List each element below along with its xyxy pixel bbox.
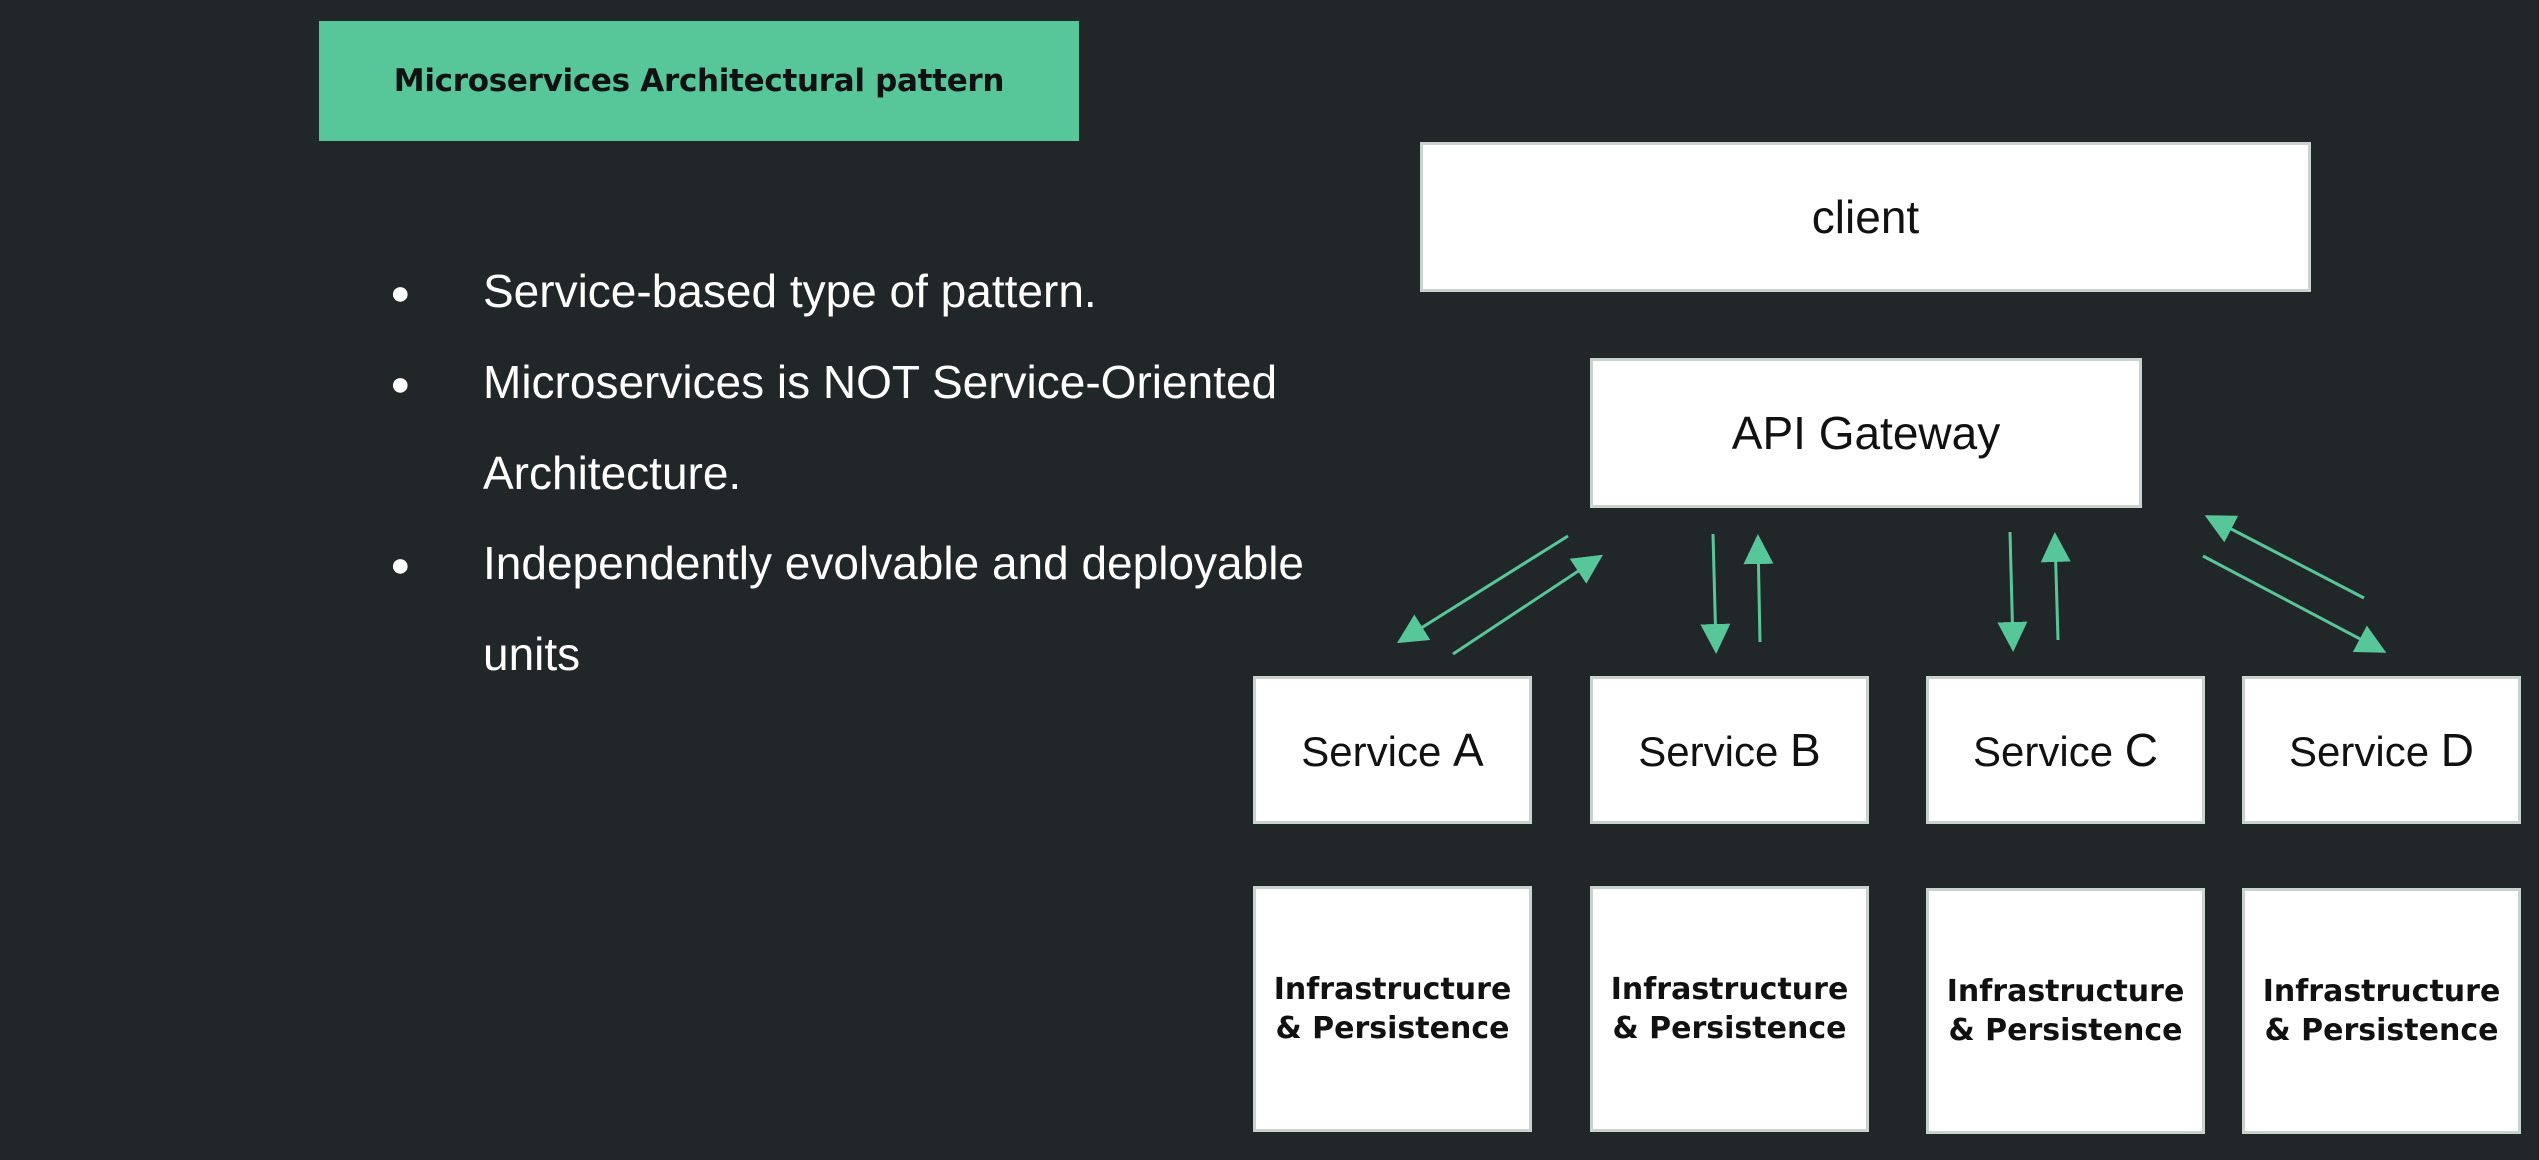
bullet-3-line-2: units	[483, 628, 581, 680]
infra-line-2: & Persistence	[1612, 1011, 1847, 1046]
bullet-icon: ●	[390, 274, 411, 312]
infra-line-2: & Persistence	[2264, 1013, 2499, 1048]
arrow-service-d-to-gateway	[2204, 515, 2365, 600]
service-prefix: Service	[1638, 728, 1791, 775]
api-gateway-box: API Gateway	[1590, 358, 2142, 508]
arrow-service-b-to-gateway	[1743, 534, 1774, 643]
service-c-box: Service C	[1926, 676, 2205, 824]
bullet-list: ● Service-based type of pattern. ● Micro…	[0, 0, 1400, 700]
service-d-box: Service D	[2242, 676, 2521, 824]
client-box: client	[1420, 142, 2311, 292]
arrow-service-a-to-gateway	[1452, 554, 1604, 656]
client-label: client	[1811, 191, 1920, 243]
infra-line-1: Infrastructure	[1273, 972, 1512, 1007]
arrow-gateway-to-service-c	[1997, 531, 2028, 652]
service-letter: B	[1790, 724, 1821, 776]
service-b-box: Service B	[1590, 676, 1869, 824]
service-a-label: Service A	[1301, 723, 1483, 777]
infra-b-box: Infrastructure & Persistence	[1590, 886, 1869, 1132]
bullet-icon: ●	[390, 365, 411, 403]
slide-title: Microservices Architectural pattern	[393, 63, 1005, 99]
arrow-service-c-to-gateway	[2040, 532, 2071, 641]
infra-line-2: & Persistence	[1948, 1013, 2183, 1048]
infra-d-box: Infrastructure & Persistence	[2242, 888, 2521, 1134]
service-prefix: Service	[2289, 728, 2441, 775]
service-a-box: Service A	[1253, 676, 1532, 824]
bullet-2-line-2: Architecture.	[483, 447, 742, 499]
infra-line-1: Infrastructure	[1610, 972, 1849, 1007]
bullet-3-line-1: Independently evolvable and deployable	[483, 537, 1304, 589]
service-letter: A	[1453, 724, 1484, 776]
service-c-label: Service C	[1973, 723, 2158, 777]
infra-line-2: & Persistence	[1275, 1011, 1510, 1046]
arrow-gateway-to-service-a	[1396, 534, 1569, 644]
arrow-gateway-to-service-b	[1700, 533, 1731, 654]
bullet-1-line-1: Service-based type of pattern.	[483, 265, 1097, 317]
arrow-gateway-to-service-d	[2202, 554, 2387, 653]
infra-c-box: Infrastructure & Persistence	[1926, 888, 2205, 1134]
infra-a-box: Infrastructure & Persistence	[1253, 886, 1532, 1132]
service-letter: D	[2440, 724, 2474, 776]
api-gateway-label: API Gateway	[1731, 407, 2001, 459]
infra-line-1: Infrastructure	[2262, 974, 2501, 1009]
title-banner: Microservices Architectural pattern	[319, 21, 1079, 141]
service-prefix: Service	[1973, 728, 2125, 775]
service-d-label: Service D	[2289, 723, 2474, 777]
bullet-icon: ●	[390, 546, 411, 584]
service-b-label: Service B	[1638, 723, 1820, 777]
service-prefix: Service	[1301, 728, 1454, 775]
service-letter: C	[2124, 724, 2158, 776]
bullet-2-line-1: Microservices is NOT Service-Oriented	[483, 356, 1278, 408]
infra-line-1: Infrastructure	[1946, 974, 2185, 1009]
